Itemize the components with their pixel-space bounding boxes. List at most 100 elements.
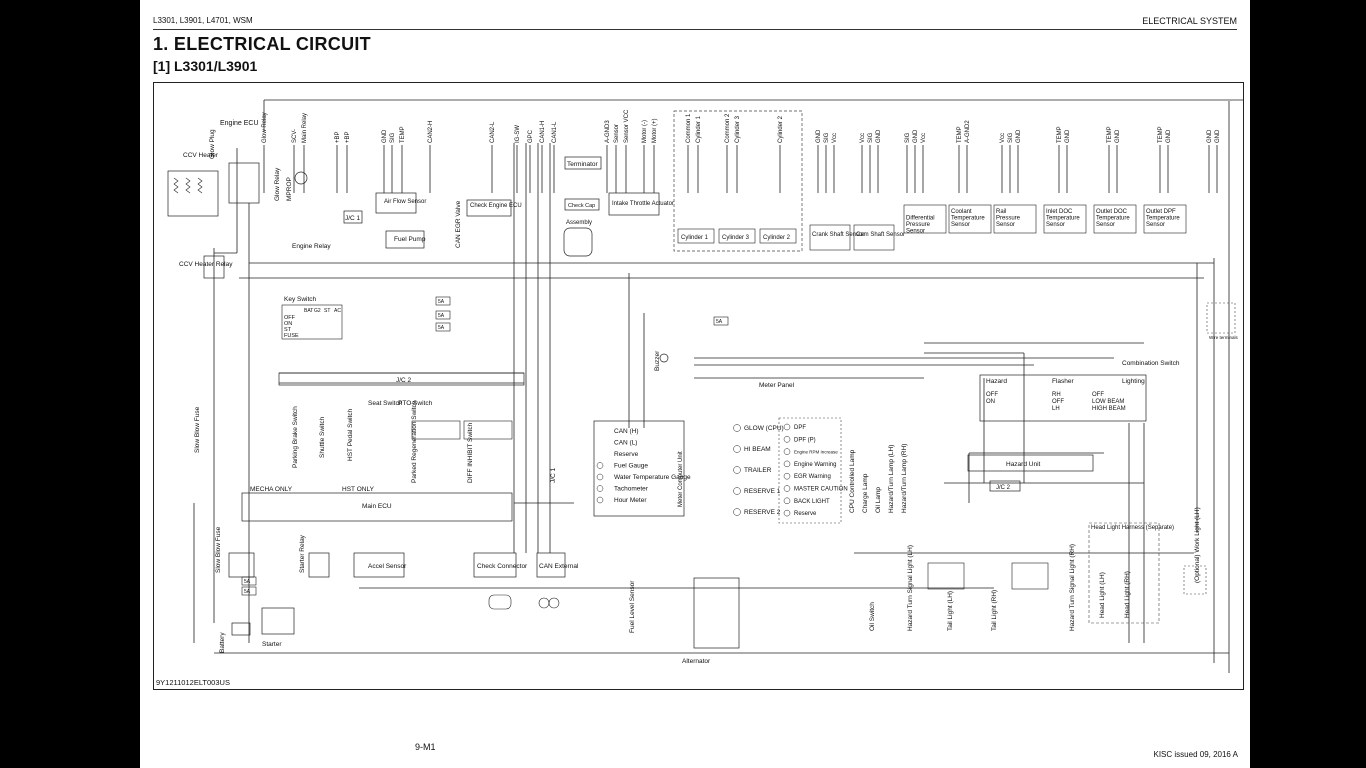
cpu-lamp: EGR Warning <box>794 474 831 480</box>
main-ecu-label: Main ECU <box>362 503 392 510</box>
meter-vertical: Hazard/Turn Lamp (RH) <box>901 444 908 513</box>
ecu-pin-label: Cylinder 2 <box>778 115 784 143</box>
ecu-pin-label: GND <box>816 129 822 143</box>
hst-pedal-label: HST Pedal Switch <box>347 408 354 461</box>
throttle-label: Intake Throttle Actuator <box>612 201 674 207</box>
ecu-pin-label: Vcc <box>1000 133 1006 143</box>
oil-switch-label: Oil Switch <box>869 602 876 631</box>
sensor-label: Sensor <box>996 222 1015 228</box>
sensor-label: Temperature <box>1046 216 1080 222</box>
ecu-pin-label: SIG <box>824 132 830 143</box>
cpu-lamp: Engine Warning <box>794 462 836 468</box>
sensor-label: Inlet DOC <box>1046 209 1073 215</box>
jc1b-label: J/C 1 <box>550 467 557 483</box>
page-number: 9-M1 <box>415 742 436 752</box>
hazard-row: ON <box>986 399 995 405</box>
accel-label: Accel Sensor <box>368 563 407 570</box>
cpu-lamp: BACK LIGHT <box>794 499 830 505</box>
header-models: L3301, L3901, L4701, WSM <box>153 16 253 25</box>
key-col: ST <box>324 308 330 314</box>
ecu-pin-label: GND <box>1207 129 1213 143</box>
meter-unit-label: Meter Computer Unit <box>678 451 684 507</box>
ecu-pin-label: GND <box>1065 129 1071 143</box>
sensor-label: Temperature <box>1096 216 1130 222</box>
sensor-label: Sensor <box>1046 222 1065 228</box>
ccv-heater-label: CCV Heater <box>183 152 219 159</box>
ecu-pin-label: GND <box>876 129 882 143</box>
check-ecu-label: Check Engine ECU <box>470 203 522 209</box>
key-col: G2 <box>314 308 321 314</box>
flasher-label: Flasher <box>1052 378 1075 385</box>
cpu-lamp: DPF <box>794 425 806 431</box>
ecu-pin-label: Common 2 <box>725 113 731 143</box>
pto-label: PTO Switch <box>398 400 433 407</box>
ecu-pin-label: IG-SW <box>515 125 521 143</box>
meter-input: CAN (L) <box>614 440 637 447</box>
ecu-pin-label: GND <box>1215 129 1221 143</box>
page-title: 1. ELECTRICAL CIRCUIT <box>153 34 371 54</box>
flasher-row: LH <box>1052 406 1060 412</box>
sensor-label: Outlet DPF <box>1146 209 1176 215</box>
meter-input: Fuel Gauge <box>614 463 648 470</box>
sensor-label: Outlet DOC <box>1096 209 1128 215</box>
key-row: ST <box>284 327 292 333</box>
meter-input: Reserve <box>614 451 639 458</box>
issue-label: KISC issued 09, 2016 A <box>1153 750 1239 759</box>
meter-lamp: RESERVE 1 <box>744 488 781 495</box>
diff-inhibit-label: DIFF INHIBIT Switch <box>467 422 474 483</box>
ecu-pin-label: SCV- <box>292 129 298 143</box>
alternator-label: Alternator <box>682 658 711 665</box>
ecu-pin-label: TEMP <box>957 126 963 143</box>
comb-switch-label: Combination Switch <box>1122 360 1180 367</box>
mprop-label: MPROP <box>286 177 293 201</box>
meter-panel-label: Meter Panel <box>759 382 795 389</box>
engine-relay-label: Engine Relay <box>292 243 331 250</box>
slow-blow-fuse-top: Slow Blow Fuse <box>194 406 201 453</box>
work-light-label: (Optional) Work Light (LH) <box>1194 507 1201 583</box>
ecu-pin-label: Motor (-) <box>642 120 648 143</box>
ecu-pin-label: CAN2-L <box>490 121 496 143</box>
meter-input: Water Temperature Gauge <box>614 474 691 481</box>
cpu-lamp: Engine RPM Increase <box>794 450 838 455</box>
fuse-label: 5A <box>244 579 251 585</box>
meter-lamp: RESERVE 2 <box>744 509 781 516</box>
ecu-pin-label: TEMP <box>1158 126 1164 143</box>
meter-input: CAN (H) <box>614 428 639 435</box>
sensor-label: Temperature <box>951 216 985 222</box>
meter-input: Hour Meter <box>614 497 647 504</box>
starter-relay-label: Starter Relay <box>299 534 306 573</box>
tail-lh-label: Tail Light (LH) <box>947 591 954 631</box>
head-lh-label: Head Light (LH) <box>1099 572 1106 618</box>
buzzer-label: Buzzer <box>654 350 661 371</box>
ecu-pin-label: SIG <box>390 132 396 143</box>
ecu-pin-label: Motor (+) <box>652 118 658 143</box>
hst-only-label: HST ONLY <box>342 486 375 493</box>
hazard-lh-label: Hazard Turn Signal Light (LH) <box>907 545 914 631</box>
cyl3-label: Cylinder 3 <box>722 235 750 241</box>
sensor-label: Sensor <box>951 222 970 228</box>
parked-regen-label: Parked Regeneration Switch <box>411 400 418 483</box>
ecu-pin-label: Vcc <box>832 133 838 143</box>
head-rh-label: Head Light (RH) <box>1124 571 1131 618</box>
lighting-row: OFF <box>1092 392 1104 398</box>
shuttle-label: Shuttle Switch <box>319 416 326 458</box>
ecu-pin-label: GND <box>913 129 919 143</box>
crank-label: Crank Shaft Sensor <box>812 232 864 238</box>
head-harness-label: Head Light Harness (Separate) <box>1091 525 1174 531</box>
tail-rh-label: Tail Light (RH) <box>991 590 998 631</box>
ecu-pin-label: Cylinder 1 <box>696 115 702 143</box>
check-conn-label: Check Connector <box>477 563 528 570</box>
manual-page: L3301, L3901, L4701, WSM ELECTRICAL SYST… <box>140 0 1250 768</box>
sensor-label: Differential <box>906 216 935 222</box>
sensor-label: Temperature <box>1146 216 1180 222</box>
cyl2-label: Cylinder 2 <box>763 235 791 241</box>
lighting-row: HIGH BEAM <box>1092 406 1126 412</box>
wire-terminals-label: Wire terminals <box>1209 335 1239 340</box>
lighting-row: LOW BEAM <box>1092 399 1124 405</box>
ecu-pin-label: CAN1-L <box>552 121 558 143</box>
key-switch-label: Key Switch <box>284 296 317 303</box>
ecu-pin-label: SIG <box>905 132 911 143</box>
ecu-pin-label: CAN2-H <box>428 121 434 143</box>
meter-vertical: Hazard/Turn Lamp (LH) <box>888 445 895 513</box>
